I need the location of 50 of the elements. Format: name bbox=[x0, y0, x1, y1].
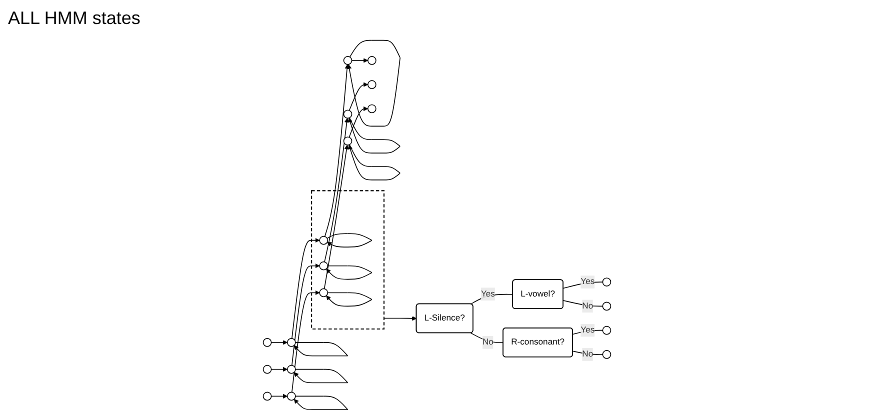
cluster bbox=[311, 190, 385, 330]
edge-label: No bbox=[582, 350, 594, 359]
edge-label: Yes bbox=[580, 326, 595, 335]
edge-label: No bbox=[582, 301, 594, 310]
arrow bbox=[324, 118, 350, 262]
arrow bbox=[348, 106, 368, 138]
arrow bbox=[270, 340, 288, 345]
arrow bbox=[294, 368, 348, 384]
connector bbox=[572, 330, 604, 335]
arrow bbox=[326, 233, 372, 248]
node-circle bbox=[368, 56, 376, 65]
node-circle bbox=[602, 278, 612, 286]
arrow bbox=[270, 366, 288, 372]
arrow bbox=[384, 316, 417, 321]
arrow bbox=[291, 264, 320, 366]
node-circle bbox=[343, 56, 352, 65]
node-circle bbox=[602, 350, 612, 359]
node-circle bbox=[319, 288, 328, 298]
node-circle bbox=[602, 302, 612, 311]
arrow bbox=[292, 238, 320, 339]
node-circle bbox=[602, 326, 612, 335]
node-circle bbox=[319, 261, 328, 270]
node-circle bbox=[368, 80, 376, 90]
arrow bbox=[348, 144, 400, 180]
arrow bbox=[294, 342, 348, 356]
caption-text: ALL HMM states bbox=[8, 8, 140, 29]
node-circle bbox=[262, 392, 272, 401]
node-circle bbox=[262, 338, 272, 347]
arrow bbox=[351, 58, 368, 63]
arrow bbox=[326, 292, 372, 307]
node-circle bbox=[368, 104, 376, 114]
edge-label: Yes bbox=[480, 289, 495, 298]
arrow bbox=[291, 290, 320, 393]
node-circle bbox=[287, 338, 296, 347]
arrow bbox=[346, 40, 401, 127]
node-circle bbox=[262, 364, 272, 374]
edge-label: No bbox=[482, 338, 494, 347]
arrow bbox=[324, 64, 350, 237]
arrow bbox=[348, 117, 400, 154]
arrow bbox=[348, 82, 368, 111]
arrow bbox=[324, 144, 349, 290]
arrow bbox=[326, 265, 372, 280]
node-circle bbox=[319, 236, 328, 245]
node-circle bbox=[343, 110, 352, 119]
arrow bbox=[294, 396, 348, 410]
node-circle bbox=[343, 136, 352, 146]
node-circle bbox=[287, 392, 296, 401]
arrow bbox=[270, 394, 288, 399]
node-circle bbox=[287, 364, 296, 374]
edge-label: Yes bbox=[580, 277, 595, 286]
